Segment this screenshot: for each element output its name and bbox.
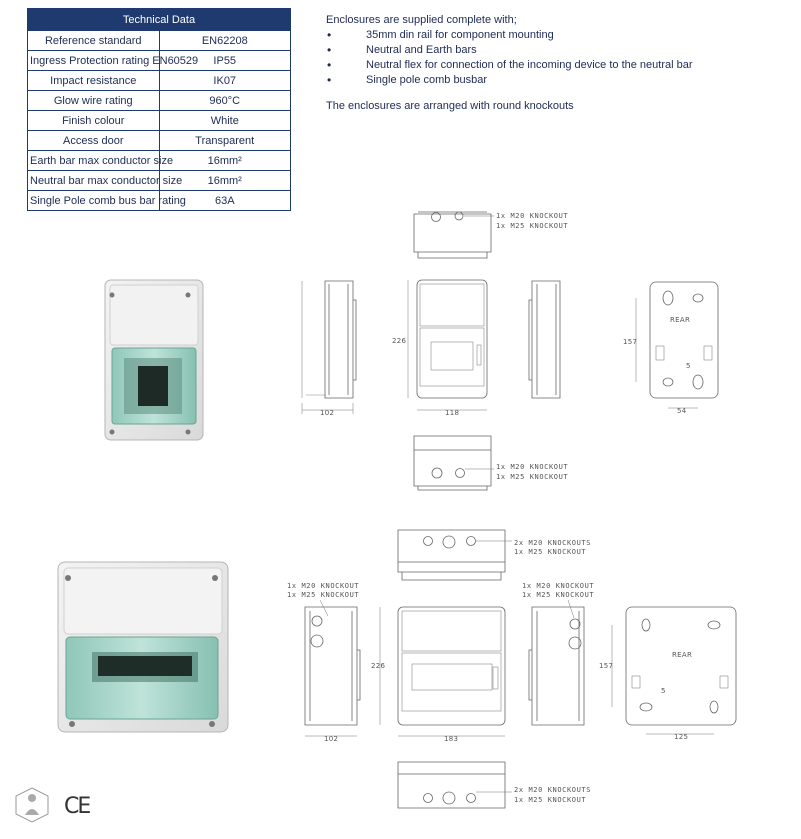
side-right-knockout-label-1: 1x M20 KNOCKOUT — [522, 582, 594, 590]
supplied-intro: Enclosures are supplied complete with; — [326, 14, 517, 26]
list-item: • Neutral flex for connection of the inco… — [326, 58, 693, 73]
list-item-text: Neutral and Earth bars — [366, 44, 477, 56]
side-view-left: 102 — [301, 280, 357, 417]
rear-height-dimension: 157 — [599, 662, 613, 670]
bullet: • — [327, 43, 332, 57]
supplied-with-section: Enclosures are supplied complete with; •… — [326, 14, 693, 123]
enclosure-large-photo — [57, 561, 229, 733]
front-view: 226 183 — [371, 606, 506, 743]
top-knockout-label-2: 1x M25 KNOCKOUT — [496, 222, 568, 230]
depth-dimension: 102 — [320, 409, 334, 417]
top-view: 1x M20 KNOCKOUT 1x M25 KNOCKOUT — [413, 211, 568, 259]
top-knockout-label-2: 1x M25 KNOCKOUT — [514, 548, 586, 556]
rear-label: REAR — [670, 316, 690, 324]
ce-mark: CE — [64, 794, 91, 819]
side-left-knockout-label-1: 1x M20 KNOCKOUT — [287, 582, 359, 590]
list-item-text: Single pole comb busbar — [366, 74, 488, 86]
table-title: Technical Data — [27, 8, 291, 31]
row-label: Reference standard — [27, 30, 160, 51]
enclosure-small-photo — [104, 279, 204, 441]
installer-figure-icon — [15, 787, 49, 823]
bottom-knockout-label-1: 2x M20 KNOCKOUTS — [514, 786, 591, 794]
row-label: Glow wire rating — [27, 90, 160, 111]
bottom-view: 1x M20 KNOCKOUT 1x M25 KNOCKOUT — [413, 435, 568, 491]
row-value: 16mm² — [158, 150, 291, 171]
width-dimension: 183 — [444, 735, 458, 743]
front-view: 226 118 — [392, 279, 488, 417]
list-item-text: Neutral flex for connection of the incom… — [366, 59, 693, 71]
rear-view: REAR 157 54 5 — [623, 281, 719, 415]
list-item: • 35mm din rail for component mounting — [326, 28, 693, 43]
drawing-set-small: 1x M20 KNOCKOUT 1x M25 KNOCKOUT 102 226 … — [301, 211, 719, 491]
bullet: • — [327, 73, 332, 87]
rear-slot-dimension: 5 — [661, 687, 666, 695]
width-dimension: 118 — [445, 409, 459, 417]
row-value: 63A — [158, 190, 291, 211]
rear-width-dimension: 54 — [677, 407, 687, 415]
side-view-left: 1x M20 KNOCKOUT 1x M25 KNOCKOUT 102 — [287, 582, 361, 743]
side-right-knockout-label-2: 1x M25 KNOCKOUT — [522, 591, 594, 599]
list-item: • Neutral and Earth bars — [326, 43, 693, 58]
rear-width-dimension: 125 — [674, 733, 688, 741]
depth-dimension: 102 — [324, 735, 338, 743]
top-knockout-label-1: 1x M20 KNOCKOUT — [496, 212, 568, 220]
side-view-right — [528, 280, 561, 399]
bottom-knockout-label-2: 1x M25 KNOCKOUT — [496, 473, 568, 481]
rear-view: REAR 157 125 5 — [599, 606, 737, 741]
supplied-list: • 35mm din rail for component mounting • N… — [326, 28, 693, 88]
top-knockout-label-1: 2x M20 KNOCKOUTS — [514, 539, 591, 547]
bottom-knockout-label-2: 1x M25 KNOCKOUT — [514, 796, 586, 804]
row-label: Impact resistance — [27, 70, 160, 91]
bottom-knockout-label-1: 1x M20 KNOCKOUT — [496, 463, 568, 471]
top-view: 2x M20 KNOCKOUTS 1x M25 KNOCKOUT — [397, 529, 591, 581]
bullet: • — [327, 28, 332, 42]
rear-slot-dimension: 5 — [686, 362, 691, 370]
side-view-right: 1x M20 KNOCKOUT 1x M25 KNOCKOUT — [522, 582, 594, 726]
knockout-note: The enclosures are arranged with round k… — [326, 100, 574, 112]
row-label: Single Pole comb bus bar rating — [27, 190, 186, 211]
list-item-text: 35mm din rail for component mounting — [366, 29, 554, 41]
rear-height-dimension: 157 — [623, 338, 637, 346]
bottom-view: 2x M20 KNOCKOUTS 1x M25 KNOCKOUT — [397, 761, 591, 809]
drawing-set-large: 2x M20 KNOCKOUTS 1x M25 KNOCKOUT 1x M20 … — [287, 529, 737, 809]
rear-label: REAR — [672, 651, 692, 659]
height-dimension: 226 — [392, 337, 407, 345]
bullet: • — [327, 58, 332, 72]
height-dimension: 226 — [371, 662, 386, 670]
list-item: • Single pole comb busbar — [326, 73, 693, 88]
side-left-knockout-label-2: 1x M25 KNOCKOUT — [287, 591, 359, 599]
